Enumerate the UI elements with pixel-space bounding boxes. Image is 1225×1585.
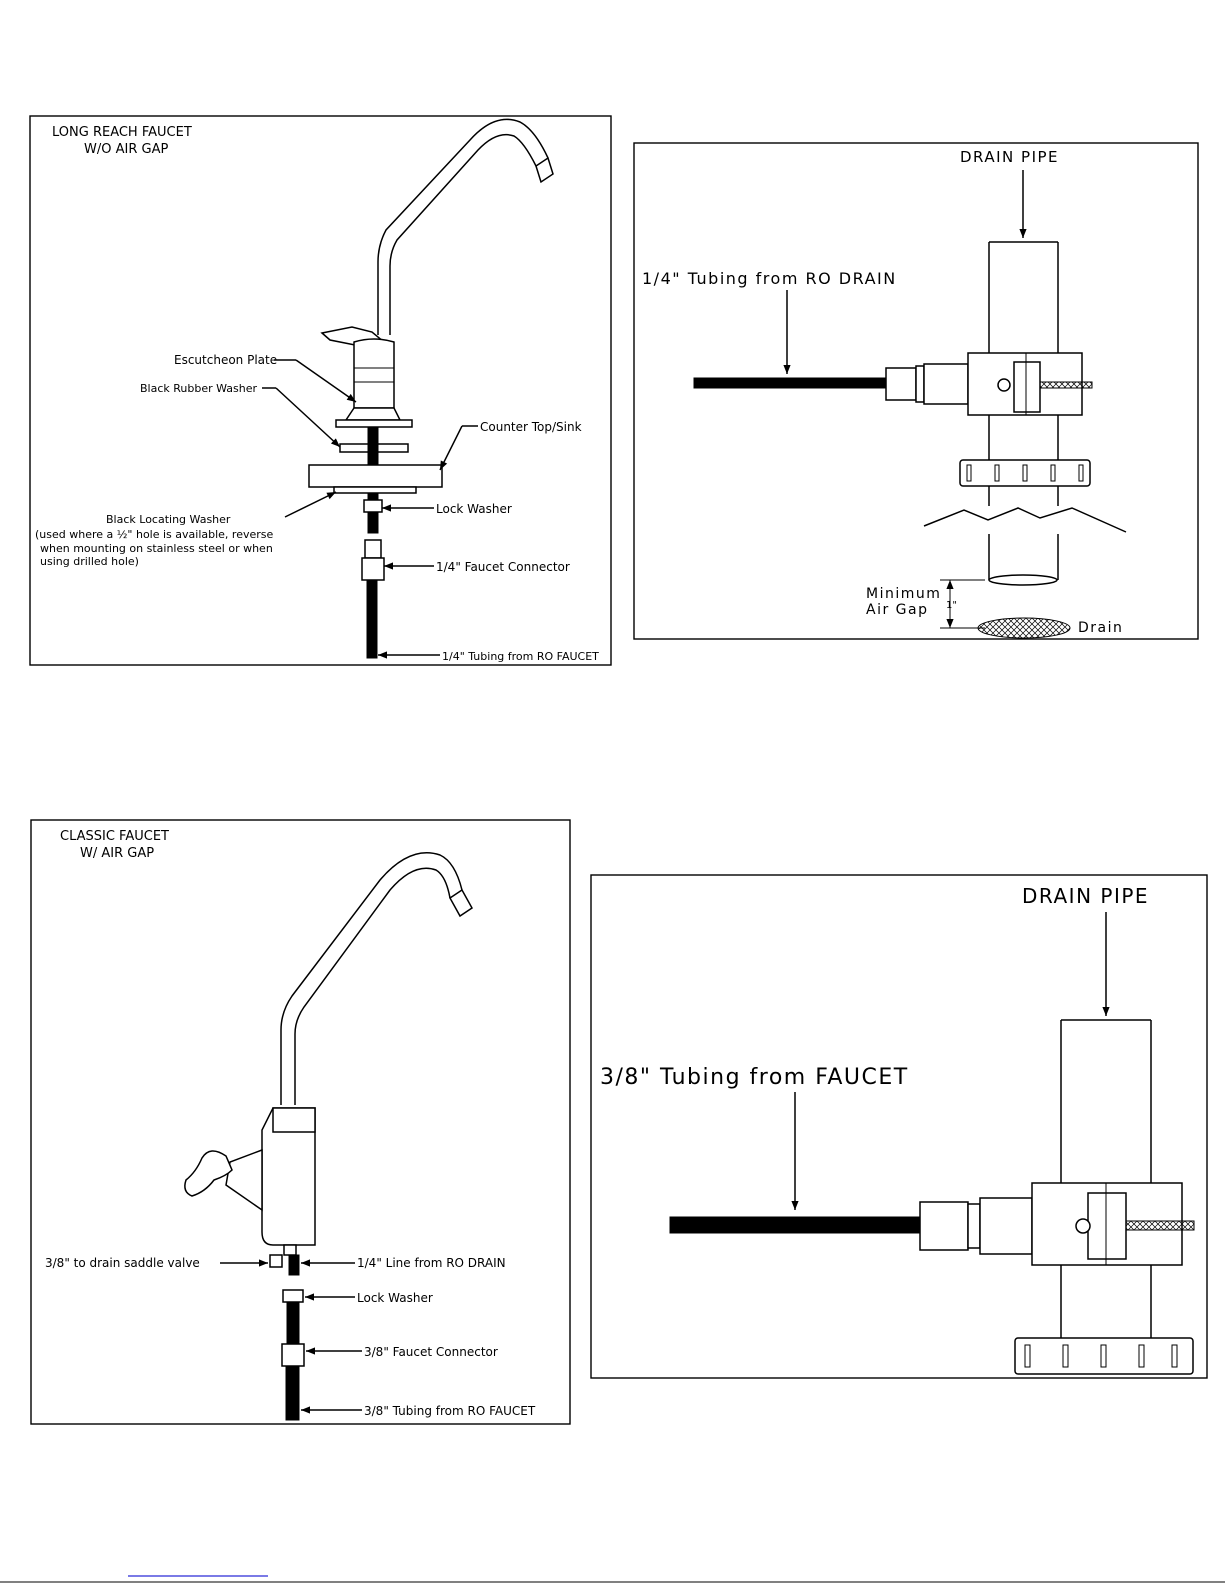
locating-washer-note-line3: using drilled hole) <box>40 555 139 568</box>
fitting-body <box>979 1197 1033 1255</box>
drain-pipe-panel-large: DRAIN PIPE 3/8" Tubing from FAUCET <box>590 874 1208 1379</box>
spout-aerator <box>449 888 473 918</box>
pipe-outlet <box>988 574 1058 586</box>
black-locating-washer-label: Black Locating Washer <box>106 513 231 526</box>
black-locating-washer <box>333 486 417 494</box>
faucet-connector-label: 1/4" Faucet Connector <box>436 560 570 574</box>
drain-grate <box>977 617 1071 639</box>
faucet-connector <box>281 1343 305 1367</box>
tubing-label: 3/8" Tubing from FAUCET <box>600 1065 909 1090</box>
saddle-bolt <box>1039 381 1093 389</box>
lock-washer <box>282 1289 304 1303</box>
spout-outer-line <box>377 118 549 335</box>
faucet-handle <box>184 1150 233 1197</box>
compression-nut <box>885 367 917 401</box>
faucet-tubing <box>669 1216 921 1234</box>
escutcheon-plate-label: Escutcheon Plate <box>174 353 277 367</box>
tubing-label: 1/4" Tubing from RO FAUCET <box>442 650 599 663</box>
lock-washer-label: Lock Washer <box>357 1291 433 1305</box>
saddle-bolt <box>1125 1220 1195 1231</box>
lock-washer-label: Lock Washer <box>436 502 512 516</box>
spout-aerator <box>535 156 554 184</box>
clamp-band <box>1014 1337 1194 1375</box>
spout-inner-line <box>389 133 537 335</box>
faucet-connector-label: 3/8" Faucet Connector <box>364 1345 498 1359</box>
ro-drain-tubing <box>693 377 887 389</box>
saddle-port <box>269 1254 283 1268</box>
drain-pipe-label: DRAIN PIPE <box>1022 884 1149 908</box>
faucet-body <box>353 338 395 409</box>
black-rubber-washer-label: Black Rubber Washer <box>140 382 258 395</box>
panel-title-line1: CLASSIC FAUCET <box>60 829 169 844</box>
tubing <box>285 1365 300 1421</box>
long-reach-faucet-drawing <box>308 118 554 659</box>
minimum-label: Minimum <box>866 586 941 602</box>
lock-washer <box>363 499 383 513</box>
air-gap-label: Air Gap <box>866 602 929 618</box>
air-gap-size: 1" <box>946 600 957 611</box>
faucet-side-boss <box>225 1148 263 1212</box>
compression-nut <box>919 1201 969 1251</box>
panel-title-line1: LONG REACH FAUCET <box>52 125 192 140</box>
fitting-body <box>923 363 969 405</box>
locating-washer-note-line2: when mounting on stainless steel or when <box>40 542 273 555</box>
break-line <box>923 507 1127 533</box>
panel-title-line2: W/ AIR GAP <box>80 846 154 861</box>
ro-drain-line-label: 1/4" Line from RO DRAIN <box>357 1256 506 1270</box>
threaded-stem <box>286 1301 300 1345</box>
drain-pipe-panel-small: DRAIN PIPE 1/4" Tubing from RO DRAIN <box>633 142 1199 640</box>
clamp-band <box>959 459 1091 487</box>
tubing-label: 1/4" Tubing from RO DRAIN <box>642 269 897 288</box>
classic-faucet-panel: CLASSIC FAUCET W/ AIR GAP 3/8" to d <box>30 819 571 1425</box>
spout-inner-line <box>294 867 451 1105</box>
threaded-stem <box>367 426 379 466</box>
drain-line-stub <box>288 1254 300 1276</box>
tubing <box>366 579 378 659</box>
lower-stem <box>367 492 379 534</box>
panel-title-line2: W/O AIR GAP <box>84 142 168 157</box>
saddle-valve-label: 3/8" to drain saddle valve <box>45 1256 200 1270</box>
locating-washer-note-line1: (used where a ½" hole is available, reve… <box>35 528 274 541</box>
classic-faucet-drawing <box>184 852 473 1421</box>
spout-outer-line <box>280 852 463 1105</box>
counter-top <box>308 464 443 488</box>
faucet-connector-upper <box>364 539 382 559</box>
faucet-base <box>344 407 402 421</box>
long-reach-faucet-panel: LONG REACH FAUCET W/O AIR GAP <box>29 115 612 666</box>
drain-pipe-label: DRAIN PIPE <box>960 148 1059 166</box>
tubing-label: 3/8" Tubing from RO FAUCET <box>364 1404 536 1418</box>
drain-label: Drain <box>1078 620 1123 636</box>
counter-top-label: Counter Top/Sink <box>480 420 582 434</box>
faucet-connector <box>361 557 385 581</box>
escutcheon-plate <box>335 419 413 428</box>
